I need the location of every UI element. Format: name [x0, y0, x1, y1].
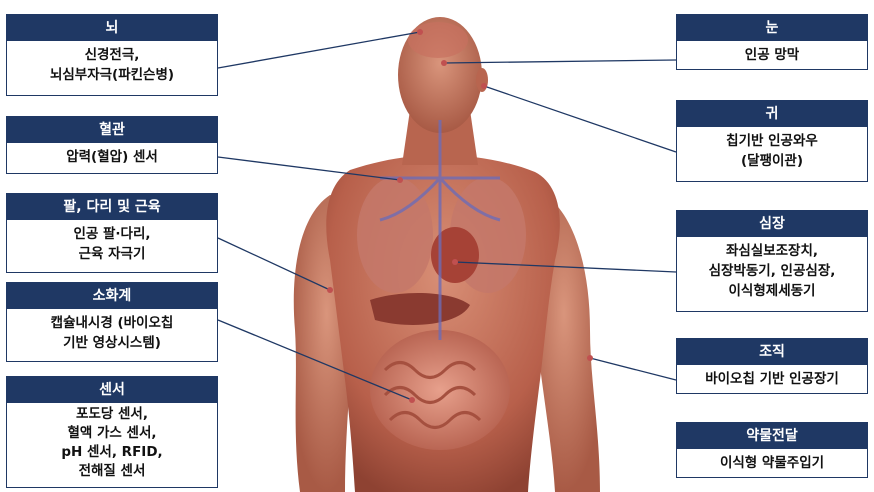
label-tissue-title: 조직: [677, 339, 867, 365]
label-limbs-body: 인공 팔·다리, 근육 자극기: [7, 220, 217, 268]
brain-region: [408, 22, 468, 58]
label-vessel-body: 압력(혈압) 센서: [7, 143, 217, 171]
label-drug-body: 이식형 약물주입기: [677, 449, 867, 477]
label-tissue: 조직 바이오칩 기반 인공장기: [676, 338, 868, 394]
label-sensor-body: 포도당 센서, 혈액 가스 센서, pH 센서, RFID, 전해질 센서: [7, 403, 217, 483]
label-ear-body: 칩기반 인공와우 (달팽이관): [677, 127, 867, 175]
heart-organ: [431, 227, 479, 283]
label-drug: 약물전달 이식형 약물주입기: [676, 422, 868, 478]
leader-ear: [484, 86, 676, 152]
label-eye-title: 눈: [677, 15, 867, 41]
marker-ear: [481, 83, 487, 89]
label-heart-title: 심장: [677, 211, 867, 237]
label-eye: 눈 인공 망막: [676, 14, 868, 70]
marker-limbs: [327, 287, 333, 293]
label-digestive-body: 캡슐내시경 (바이오칩 기반 영상시스템): [7, 309, 217, 357]
label-limbs-title: 팔, 다리 및 근육: [7, 194, 217, 220]
label-brain-title: 뇌: [7, 15, 217, 41]
marker-vessel: [397, 177, 403, 183]
label-vessel-title: 혈관: [7, 117, 217, 143]
label-digestive: 소화계 캡슐내시경 (바이오칩 기반 영상시스템): [6, 282, 218, 362]
label-drug-title: 약물전달: [677, 423, 867, 449]
label-brain: 뇌 신경전극, 뇌심부자극(파킨슨병): [6, 14, 218, 96]
leader-tissue: [590, 358, 676, 380]
marker-tissue: [587, 355, 593, 361]
label-heart-body: 좌심실보조장치, 심장박동기, 인공심장, 이식형제세동기: [677, 237, 867, 305]
label-sensor: 센서 포도당 센서, 혈액 가스 센서, pH 센서, RFID, 전해질 센서: [6, 376, 218, 488]
marker-heart: [452, 259, 458, 265]
label-ear: 귀 칩기반 인공와우 (달팽이관): [676, 100, 868, 182]
label-ear-title: 귀: [677, 101, 867, 127]
label-brain-body: 신경전극, 뇌심부자극(파킨슨병): [7, 41, 217, 89]
label-digestive-title: 소화계: [7, 283, 217, 309]
label-limbs: 팔, 다리 및 근육 인공 팔·다리, 근육 자극기: [6, 193, 218, 273]
leader-brain: [218, 32, 420, 68]
label-eye-body: 인공 망막: [677, 41, 867, 69]
marker-eye: [441, 60, 447, 66]
label-heart: 심장 좌심실보조장치, 심장박동기, 인공심장, 이식형제세동기: [676, 210, 868, 312]
label-sensor-title: 센서: [7, 377, 217, 403]
marker-digestive: [409, 397, 415, 403]
marker-brain: [417, 29, 423, 35]
label-tissue-body: 바이오칩 기반 인공장기: [677, 365, 867, 393]
ear-shape: [476, 68, 488, 92]
label-vessel: 혈관 압력(혈압) 센서: [6, 116, 218, 174]
